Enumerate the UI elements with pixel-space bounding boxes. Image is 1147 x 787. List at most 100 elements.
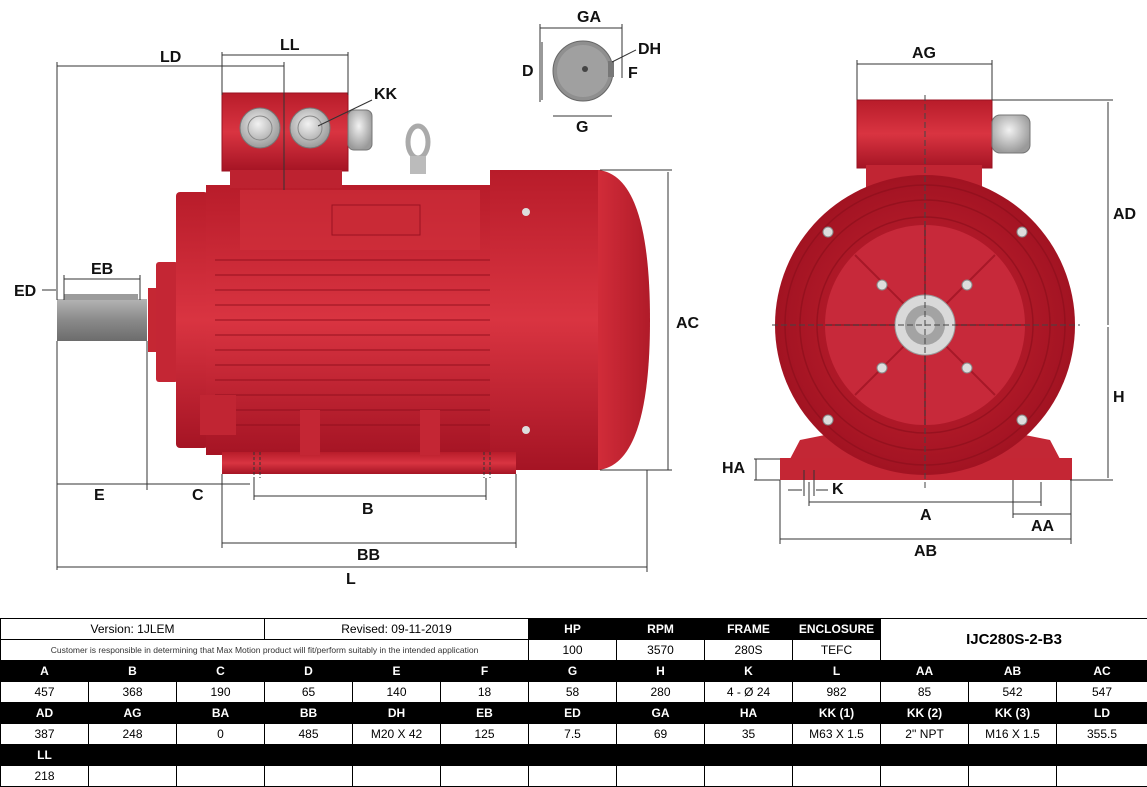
fan-cover-dome bbox=[598, 170, 650, 470]
table-cell: 140 bbox=[353, 682, 441, 703]
label-G: G bbox=[576, 119, 588, 136]
column-header: E bbox=[353, 661, 441, 682]
label-EB: EB bbox=[91, 261, 113, 278]
label-LL: LL bbox=[280, 37, 300, 54]
column-header: BA bbox=[177, 703, 265, 724]
column-header: AD bbox=[1, 703, 89, 724]
table-cell: 248 bbox=[89, 724, 177, 745]
label-L: L bbox=[346, 571, 356, 588]
label-AD: AD bbox=[1113, 206, 1136, 223]
disclaimer-note: Customer is responsible in determining t… bbox=[1, 640, 529, 661]
column-header: L bbox=[793, 661, 881, 682]
summary-value: 3570 bbox=[617, 640, 705, 661]
header-row-2: AD AG BA BB DH EB ED GA HA KK (1) KK (2)… bbox=[1, 703, 1147, 724]
lifting-eyebolt bbox=[408, 126, 428, 158]
summary-header: RPM bbox=[617, 619, 705, 640]
column-header: AA bbox=[881, 661, 969, 682]
label-HA: HA bbox=[722, 460, 746, 477]
table-cell: M20 X 42 bbox=[353, 724, 441, 745]
column-header: AC bbox=[1057, 661, 1147, 682]
table-cell: 2'' NPT bbox=[881, 724, 969, 745]
cable-gland-2 bbox=[290, 108, 330, 148]
column-header: KK (1) bbox=[793, 703, 881, 724]
revised-text: Revised: 09-11-2019 bbox=[265, 619, 529, 640]
table-cell: 58 bbox=[529, 682, 617, 703]
label-KK: KK bbox=[374, 86, 398, 103]
column-header: GA bbox=[617, 703, 705, 724]
shaft-key bbox=[64, 294, 138, 300]
table-cell: 218 bbox=[1, 766, 89, 787]
column-header: DH bbox=[353, 703, 441, 724]
label-AA: AA bbox=[1031, 518, 1055, 535]
table-cell: 982 bbox=[793, 682, 881, 703]
table-cell: 457 bbox=[1, 682, 89, 703]
table-cell: 125 bbox=[441, 724, 529, 745]
column-header: F bbox=[441, 661, 529, 682]
table-cell: M63 X 1.5 bbox=[793, 724, 881, 745]
motor-dimension-drawing: LD LL KK ED EB AC E C B bbox=[0, 0, 1147, 612]
side-view bbox=[57, 93, 650, 478]
label-ED: ED bbox=[14, 283, 36, 300]
column-header: LL bbox=[1, 745, 89, 766]
specification-table: Version: 1JLEM Revised: 09-11-2019 HP RP… bbox=[0, 618, 1147, 787]
column-header: AB bbox=[969, 661, 1057, 682]
table-cell: 0 bbox=[177, 724, 265, 745]
table-cell: 18 bbox=[441, 682, 529, 703]
summary-header: FRAME bbox=[705, 619, 793, 640]
column-header: ED bbox=[529, 703, 617, 724]
label-H: H bbox=[1113, 389, 1125, 406]
column-header: HA bbox=[705, 703, 793, 724]
label-K: K bbox=[832, 481, 844, 498]
column-header: KK (2) bbox=[881, 703, 969, 724]
summary-header: ENCLOSURE bbox=[793, 619, 881, 640]
table-cell: 542 bbox=[969, 682, 1057, 703]
label-DH: DH bbox=[638, 41, 661, 58]
table-cell: 65 bbox=[265, 682, 353, 703]
column-header: K bbox=[705, 661, 793, 682]
column-header: EB bbox=[441, 703, 529, 724]
fan-cover bbox=[490, 170, 600, 470]
table-cell: 355.5 bbox=[1057, 724, 1147, 745]
header-row-3: LL bbox=[1, 745, 1147, 766]
header-row-1: A B C D E F G H K L AA AB AC bbox=[1, 661, 1147, 682]
column-header: G bbox=[529, 661, 617, 682]
nameplate bbox=[332, 205, 420, 235]
column-header: LD bbox=[1057, 703, 1147, 724]
column-header: BB bbox=[265, 703, 353, 724]
column-header: A bbox=[1, 661, 89, 682]
column-header: C bbox=[177, 661, 265, 682]
label-BB: BB bbox=[357, 547, 380, 564]
table-cell: 485 bbox=[265, 724, 353, 745]
summary-value: 280S bbox=[705, 640, 793, 661]
table-cell: 4 - Ø 24 bbox=[705, 682, 793, 703]
column-header: KK (3) bbox=[969, 703, 1057, 724]
table-cell: 69 bbox=[617, 724, 705, 745]
front-shield bbox=[156, 262, 178, 382]
column-header: B bbox=[89, 661, 177, 682]
motor-foot bbox=[222, 452, 516, 474]
summary-value: TEFC bbox=[793, 640, 881, 661]
table-cell: 368 bbox=[89, 682, 177, 703]
label-D: D bbox=[522, 63, 534, 80]
summary-header: HP bbox=[529, 619, 617, 640]
shaft-end-view: GA DH D F G bbox=[522, 9, 661, 136]
table-cell: M16 X 1.5 bbox=[969, 724, 1057, 745]
value-row-3: 218 bbox=[1, 766, 1147, 787]
front-cable-gland bbox=[992, 115, 1030, 153]
cable-gland-side bbox=[348, 110, 372, 150]
value-row-1: 457 368 190 65 140 18 58 280 4 - Ø 24 98… bbox=[1, 682, 1147, 703]
version-row: Version: 1JLEM Revised: 09-11-2019 HP RP… bbox=[1, 619, 1147, 640]
column-header: D bbox=[265, 661, 353, 682]
cable-gland-1 bbox=[240, 108, 280, 148]
column-header: AG bbox=[89, 703, 177, 724]
label-AB: AB bbox=[914, 543, 937, 560]
table-cell: 35 bbox=[705, 724, 793, 745]
label-A: A bbox=[920, 507, 932, 524]
column-header: H bbox=[617, 661, 705, 682]
label-AC: AC bbox=[676, 315, 700, 332]
label-E: E bbox=[94, 487, 105, 504]
value-row-2: 387 248 0 485 M20 X 42 125 7.5 69 35 M63… bbox=[1, 724, 1147, 745]
label-AG: AG bbox=[912, 45, 936, 62]
label-LD: LD bbox=[160, 49, 181, 66]
table-cell: 7.5 bbox=[529, 724, 617, 745]
